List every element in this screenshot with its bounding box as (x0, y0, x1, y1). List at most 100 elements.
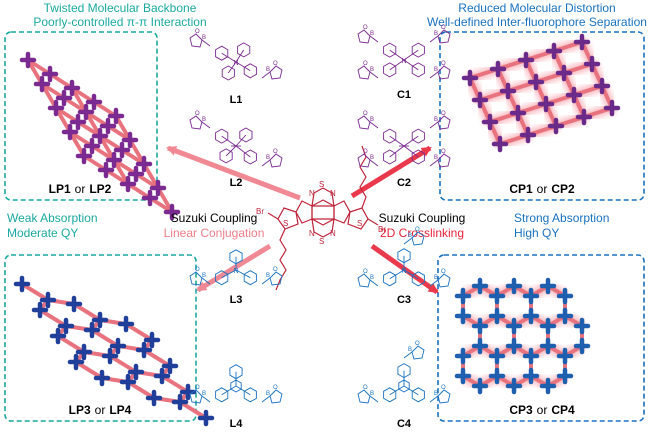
svg-text:O: O (195, 111, 200, 117)
arrow-to-top-left (168, 148, 300, 198)
arrow-to-top-right (352, 148, 430, 196)
svg-text:B: B (202, 273, 206, 279)
svg-text:O: O (415, 227, 420, 233)
linker-label-c3: C3 (397, 294, 411, 306)
heading-top-right-2: Well-defined Inter-fluorophore Separatio… (427, 15, 647, 29)
svg-text:B: B (370, 67, 374, 73)
svg-text:B: B (370, 391, 374, 397)
network-bond (58, 336, 84, 352)
network-top-right (464, 36, 618, 150)
svg-text:O: O (363, 111, 368, 117)
svg-text:B: B (434, 117, 438, 123)
network-bond (74, 304, 100, 320)
svg-text:B: B (202, 391, 206, 397)
svg-text:B: B (202, 117, 206, 123)
panel-bottom-left (5, 255, 196, 421)
svg-text:O: O (273, 61, 278, 67)
reaction-right-2: 2D Crosslinking (380, 226, 464, 240)
svg-text:N: N (330, 189, 336, 198)
heading-mid-left-1: Weak Absorption (7, 211, 98, 225)
svg-text:B: B (266, 67, 270, 73)
network-bond (76, 362, 102, 378)
svg-text:B: B (434, 67, 438, 73)
network-bond (162, 376, 188, 392)
network-bond (180, 402, 206, 418)
network-bond (144, 350, 170, 366)
linker-label-l4: L4 (230, 418, 244, 430)
svg-text:N: N (309, 189, 315, 198)
svg-text:B: B (370, 117, 374, 123)
heading-mid-left-2: Moderate QY (7, 226, 78, 240)
linker-label-c2: C2 (397, 177, 411, 189)
svg-text:B: B (266, 155, 270, 161)
svg-text:B: B (370, 155, 374, 161)
svg-text:N: N (309, 229, 315, 238)
svg-text:B: B (370, 31, 374, 37)
network-bottom-right (457, 280, 588, 392)
network-bond (126, 324, 152, 340)
svg-text:B: B (202, 35, 206, 41)
svg-text:O: O (363, 25, 368, 31)
svg-text:O: O (441, 61, 446, 67)
svg-text:O: O (363, 269, 368, 275)
svg-text:O: O (415, 341, 420, 347)
heading-mid-right-1: Strong Absorption (514, 211, 609, 225)
panel-bottom-right (438, 255, 644, 421)
linker-label-c1: C1 (397, 89, 411, 101)
svg-text:O: O (273, 385, 278, 391)
linker-label-l1: L1 (230, 94, 243, 106)
reaction-left-2: Linear Conjugation (164, 226, 265, 240)
svg-text:O: O (441, 25, 446, 31)
svg-text:O: O (363, 385, 368, 391)
svg-text:S: S (319, 237, 324, 246)
reaction-right-1: Suzuki Coupling (379, 211, 466, 225)
svg-text:S: S (357, 219, 362, 228)
svg-text:B: B (266, 273, 270, 279)
svg-text:B: B (266, 391, 270, 397)
network-bond (110, 356, 136, 372)
linker-label-c4: C4 (397, 418, 412, 430)
svg-text:O: O (195, 267, 200, 273)
svg-text:O: O (273, 267, 278, 273)
svg-text:S: S (319, 180, 324, 189)
svg-text:O: O (363, 149, 368, 155)
network-bond (128, 382, 154, 398)
svg-text:S: S (283, 219, 288, 228)
reaction-left-1: Suzuki Coupling (171, 211, 258, 225)
network-bond (40, 310, 66, 326)
svg-text:B: B (408, 347, 412, 353)
heading-top-right-1: Reduced Molecular Distortion (458, 1, 615, 15)
svg-text:B: B (434, 391, 438, 397)
svg-text:Br: Br (378, 225, 386, 234)
svg-text:B: B (434, 31, 438, 37)
heading-mid-right-2: High QY (514, 226, 559, 240)
heading-top-left-1: Twisted Molecular Backbone (44, 1, 197, 15)
svg-text:O: O (195, 29, 200, 35)
svg-text:O: O (441, 269, 446, 275)
svg-text:O: O (363, 61, 368, 67)
central-core-molecule (268, 146, 378, 290)
svg-text:Br: Br (256, 207, 264, 216)
svg-text:O: O (441, 385, 446, 391)
svg-text:O: O (273, 149, 278, 155)
svg-text:N: N (330, 229, 336, 238)
heading-top-left-2: Poorly-controlled π-π Interaction (33, 15, 206, 29)
svg-text:B: B (408, 233, 412, 239)
linker-label-l3: L3 (230, 294, 243, 306)
svg-text:B: B (434, 275, 438, 281)
svg-text:B: B (434, 155, 438, 161)
